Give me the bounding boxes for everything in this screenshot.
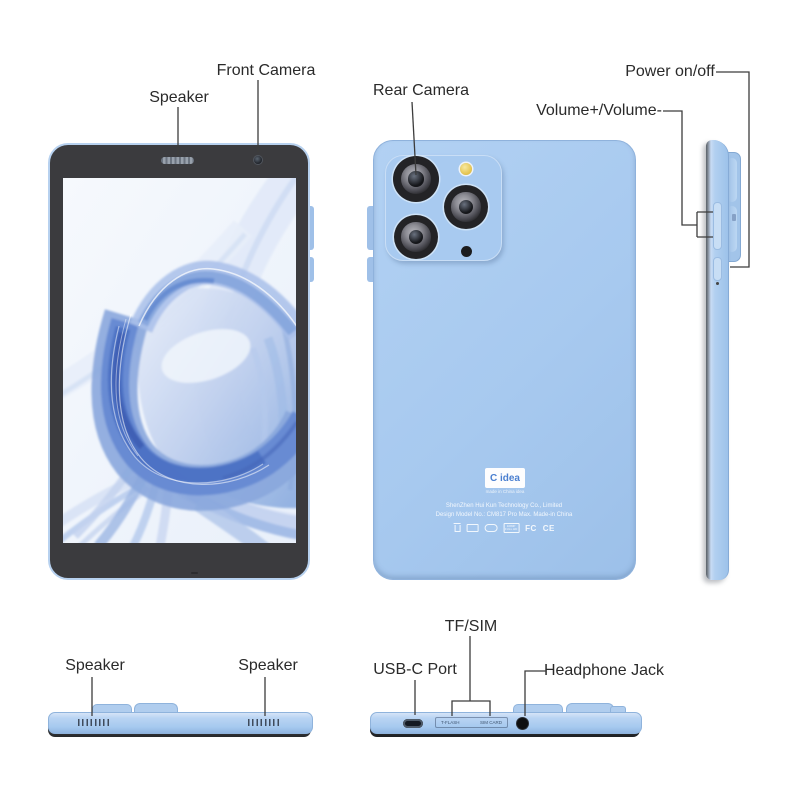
rear-camera-lens-1 (393, 156, 439, 202)
label-usb-port: USB-C Port (373, 661, 457, 678)
back-power-button-edge (367, 257, 374, 282)
brand-logo-text: C idea (489, 472, 520, 484)
screen-wallpaper (62, 177, 296, 543)
label-speaker-top: Speaker (149, 89, 209, 106)
label-headphone-jack: Headphone Jack (543, 662, 665, 679)
side-power-button (713, 257, 722, 281)
fcc-mark: FC (525, 523, 537, 533)
tray-tflash-label: T-FLASH (441, 720, 460, 725)
headphone-jack-hole (517, 718, 528, 729)
bottom-bar-back-edge: T-FLASH SIM CARD (370, 712, 642, 734)
label-speaker-bottom-right: Speaker (238, 657, 298, 674)
front-power-button-edge (309, 257, 314, 282)
back-company-line2: Design Model No.: CM817 Pro Max. Made-in… (435, 512, 573, 518)
label-tf-sim: TF/SIM (444, 618, 498, 635)
front-camera-dot (254, 156, 262, 164)
speaker-grille-right (248, 719, 280, 726)
rear-flash (460, 163, 472, 175)
speaker-grille-left (78, 719, 110, 726)
usb-c-port (403, 719, 423, 728)
label-rear-camera: Rear Camera (372, 82, 470, 99)
tablet-side (706, 140, 729, 580)
ce-mark: CE (542, 523, 555, 533)
usb-oval-icon (484, 524, 498, 532)
brand-logo-box: C idea (485, 468, 525, 488)
side-mic-dot (716, 282, 719, 285)
tray-simcard-label: SIM CARD (479, 720, 502, 725)
trash-bin-icon (453, 522, 461, 532)
battery-box-icon (466, 524, 479, 532)
front-speaker-grille (161, 156, 194, 164)
brand-logo-subtext: made in China idea (485, 489, 525, 494)
bm-camera-bump-3 (610, 706, 626, 715)
side-flash-slit (732, 214, 736, 221)
bottom-bar-front-edge (48, 712, 313, 734)
side-volume-button (713, 202, 722, 250)
sim-tray: T-FLASH SIM CARD (435, 717, 508, 728)
label-volume: Volume+/Volume- (536, 102, 662, 119)
label-power: Power on/off (625, 63, 715, 80)
tablet-front (48, 143, 310, 580)
front-bottom-mic (191, 572, 198, 574)
label-speaker-bottom-left: Speaker (65, 657, 125, 674)
callout-line-tfsim (451, 636, 491, 716)
back-volume-button-edge (367, 206, 374, 250)
label-front-camera: Front Camera (216, 62, 316, 79)
tablet-screen (62, 177, 296, 543)
rear-mic-dot (461, 246, 472, 257)
tablet-back: C idea made in China idea ShenZhen Hui K… (373, 140, 636, 580)
front-volume-button-edge (309, 206, 314, 250)
back-company-line1: ShenZhen Hui Kun Technology Co., Limited (445, 503, 563, 509)
rear-camera-lens-2 (444, 185, 488, 229)
rear-camera-lens-3 (394, 215, 438, 259)
